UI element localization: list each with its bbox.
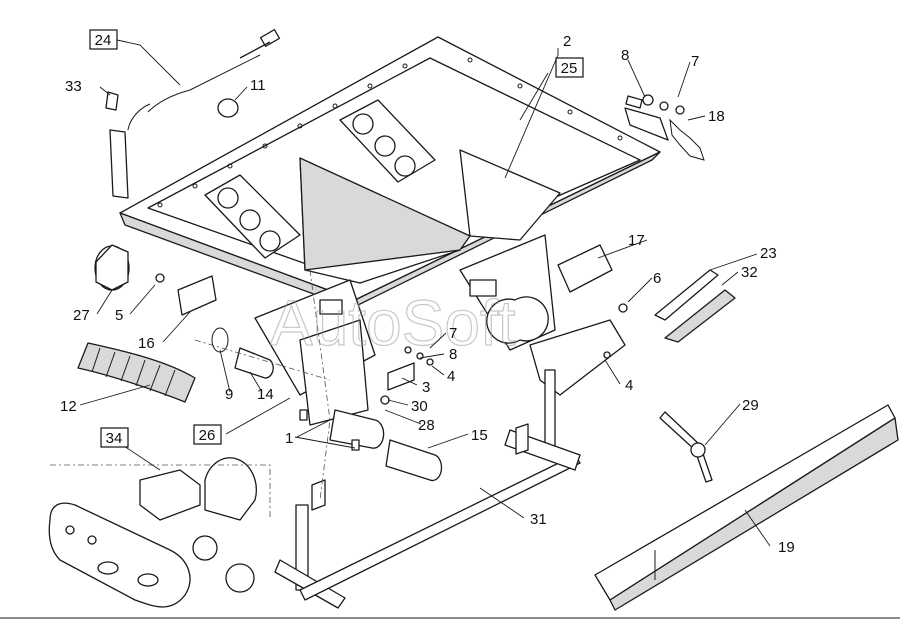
plate-33 xyxy=(109,129,129,199)
bushing-14 xyxy=(234,347,274,379)
callout-5: 5 xyxy=(115,307,123,324)
plug-11 xyxy=(217,98,239,118)
hole-plate-left xyxy=(204,174,301,259)
callout-8-top: 8 xyxy=(621,47,629,64)
callout-16: 16 xyxy=(138,335,155,352)
callout-labels: 2 8 7 18 11 33 27 5 16 12 9 14 1 7 8 4 3… xyxy=(60,33,795,556)
leader-lines xyxy=(79,39,771,547)
callout-34: 34 xyxy=(106,430,123,447)
callout-30: 30 xyxy=(411,398,428,415)
cable-24 xyxy=(127,29,281,131)
hopper xyxy=(119,36,661,309)
centerline-b xyxy=(194,339,331,381)
callout-19: 19 xyxy=(778,539,795,556)
callout-1: 1 xyxy=(285,430,293,447)
stand-frame xyxy=(274,369,581,609)
callout-2: 2 xyxy=(563,33,571,50)
callout-12: 12 xyxy=(60,398,77,415)
clamp-ring-9 xyxy=(211,327,229,353)
callout-25: 25 xyxy=(561,60,578,77)
watermark-text: AutoSoft xyxy=(270,287,516,359)
boxed-callouts: 24 25 26 34 xyxy=(89,29,584,448)
tubes xyxy=(234,296,549,482)
callout-15: 15 xyxy=(471,427,488,444)
callout-8-mid: 8 xyxy=(449,346,457,363)
callout-17: 17 xyxy=(628,232,645,249)
callout-14: 14 xyxy=(257,386,274,403)
deflector-19 xyxy=(594,404,899,611)
centerline-a xyxy=(309,269,331,501)
callout-4-left: 4 xyxy=(447,368,455,385)
callout-18: 18 xyxy=(708,108,725,125)
callout-26: 26 xyxy=(199,427,216,444)
plate-17 xyxy=(557,244,613,293)
callout-27: 27 xyxy=(73,307,90,324)
drive-assembly-34 xyxy=(48,457,257,608)
callout-3: 3 xyxy=(422,379,430,396)
blade-23 xyxy=(654,269,719,321)
callout-box-26 xyxy=(193,424,222,445)
callout-box-34 xyxy=(100,427,129,448)
callout-7-top: 7 xyxy=(691,53,699,70)
hole-plate-right xyxy=(339,99,436,183)
callout-32: 32 xyxy=(741,264,758,281)
callout-33: 33 xyxy=(65,78,82,95)
hose-12 xyxy=(77,342,196,403)
callout-box-24 xyxy=(89,29,118,50)
callout-box-25 xyxy=(555,57,584,78)
callout-24: 24 xyxy=(95,32,112,49)
callout-7-mid: 7 xyxy=(449,325,457,342)
callout-28: 28 xyxy=(418,417,435,434)
callout-29: 29 xyxy=(742,397,759,414)
spring-bracket-18 xyxy=(624,107,705,161)
callout-23: 23 xyxy=(760,245,777,262)
bolt-33 xyxy=(105,91,119,111)
callout-6: 6 xyxy=(653,270,661,287)
handle-29 xyxy=(659,411,713,483)
plate-16 xyxy=(177,275,217,316)
callout-11: 11 xyxy=(250,77,266,94)
blade-32 xyxy=(664,289,736,343)
callout-4-right: 4 xyxy=(625,377,633,394)
hardware-items xyxy=(155,94,685,451)
callout-9: 9 xyxy=(225,386,233,403)
tube-15 xyxy=(385,439,443,482)
callout-31: 31 xyxy=(530,511,547,528)
roller-27 xyxy=(94,244,130,291)
detail-boundary xyxy=(50,464,271,520)
